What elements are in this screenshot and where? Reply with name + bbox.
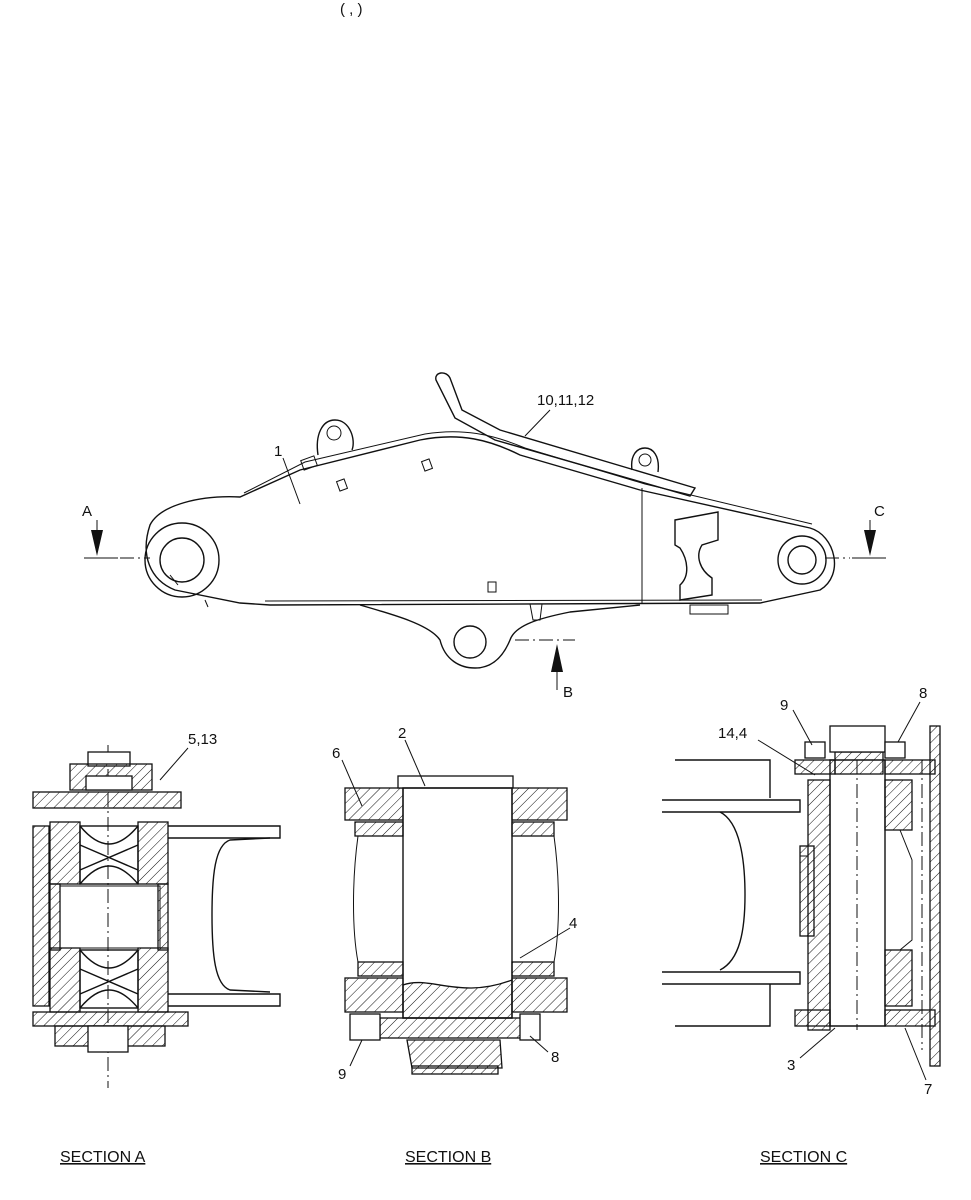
callout-c-3: 3 <box>787 1057 795 1074</box>
callout-b-9: 9 <box>338 1066 346 1083</box>
callout-5-13: 5,13 <box>188 731 217 748</box>
section-a-view: 5,13 SECTION A <box>32 731 281 1166</box>
callout-b-6: 6 <box>332 745 340 762</box>
callout-c-8: 8 <box>919 685 927 702</box>
callout-b-4: 4 <box>569 915 577 932</box>
section-marker-c: C <box>825 503 886 559</box>
marker-a-label: A <box>82 503 92 520</box>
callout-c-7: 7 <box>924 1081 932 1098</box>
section-marker-b: B <box>515 639 575 701</box>
callout-1: 1 <box>274 443 282 460</box>
callout-c-14-4: 14,4 <box>718 725 747 742</box>
marker-b-label: B <box>563 684 573 701</box>
section-c-title: SECTION C <box>760 1149 847 1166</box>
section-a-title: SECTION A <box>60 1149 146 1166</box>
callout-10-11-12: 10,11,12 <box>537 392 594 409</box>
boom-assembly: 1 10,11,12 A B C <box>82 372 886 701</box>
callout-b-8: 8 <box>551 1049 559 1066</box>
callout-c-9: 9 <box>780 697 788 714</box>
section-marker-a: A <box>82 503 150 559</box>
section-c-view: 9 8 14,4 3 7 SECTION C <box>662 685 941 1166</box>
section-b-title: SECTION B <box>405 1149 491 1166</box>
marker-c-label: C <box>874 503 885 520</box>
callout-b-2: 2 <box>398 725 406 742</box>
header-partial-title: ( , ) <box>340 1 363 18</box>
section-b-view: 2 6 4 9 8 SECTION B <box>332 725 577 1166</box>
